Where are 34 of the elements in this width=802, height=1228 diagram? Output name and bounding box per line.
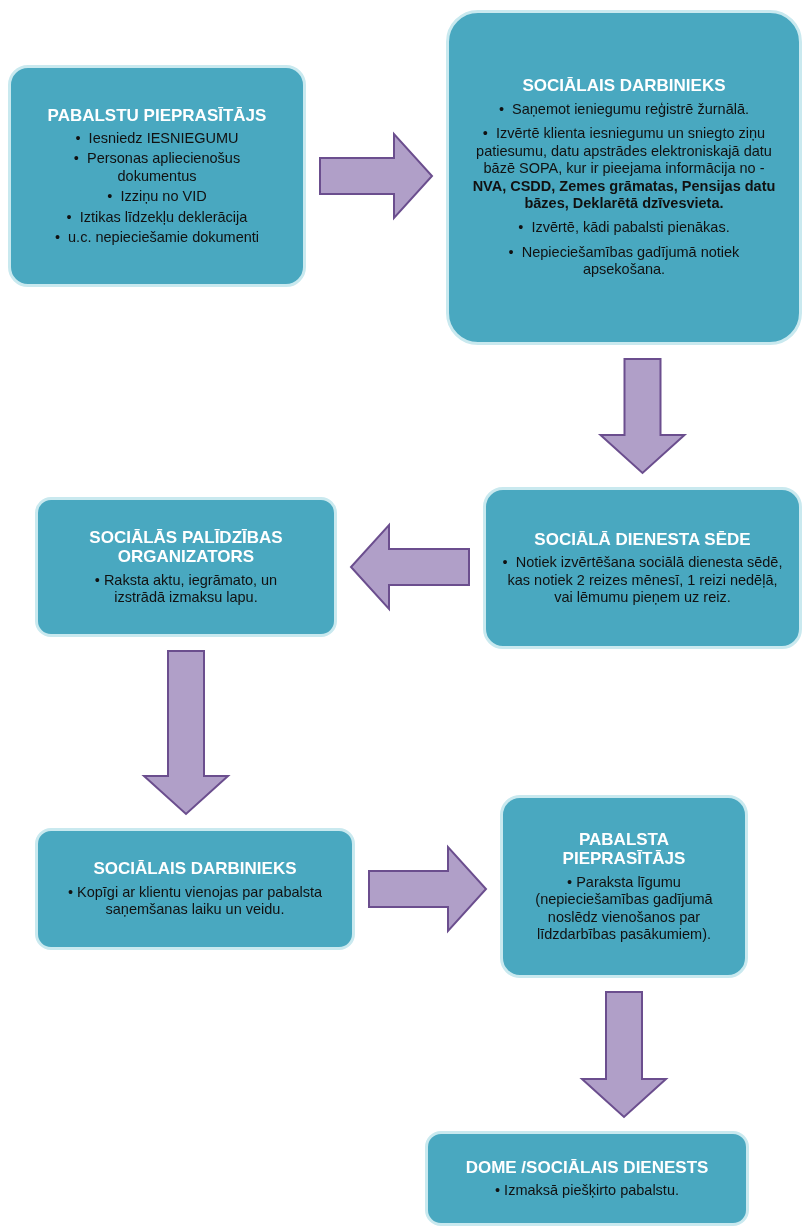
box-heading: SOCIĀLAIS DARBINIEKS	[522, 76, 726, 96]
box-heading: SOCIĀLĀ DIENESTA SĒDE	[534, 529, 751, 550]
bullet-item: • Izvērtē klienta iesniegumu un sniegto ziņu patiesumu, datu apstrādes elektroniskajā datu bāzē SOPA, kur ir pieejama informācija no -NVA, CSDD, Zemes grāmatas, Pensijas datu bāzes, Deklarētā dzīvesvieta.	[471, 125, 777, 213]
process-box	[483, 487, 802, 649]
process-box	[8, 65, 306, 287]
bullet-item: • Izmaksā piešķirto pabalstu.	[495, 1182, 679, 1200]
bullet-item: • Notiek izvērtēšana sociālā dienesta sēdē, kas notiek 2 reizes mēnesī, 1 reizi nedēļā, vai lēmumu pieņem uz reiz.	[502, 554, 783, 607]
block-arrow	[368, 844, 488, 934]
box-heading: PABALSTU PIEPRASĪTĀJS	[47, 105, 267, 126]
block-arrow	[597, 358, 688, 475]
process-box	[500, 795, 748, 978]
process-box	[425, 1131, 749, 1226]
bullet-item: • Izvērtē, kādi pabalsti pienākas.	[517, 219, 731, 237]
process-box	[446, 10, 802, 345]
bullet-item: • Raksta aktu, iegrāmato, un izstrādā izmaksu lapu.	[93, 571, 279, 607]
box-heading: SOCIĀLĀS PALĪDZĪBAS ORGANIZATORS	[88, 527, 284, 567]
block-arrow	[349, 522, 470, 612]
process-box	[35, 828, 355, 950]
block-arrow	[141, 650, 231, 816]
bullet-item: • Paraksta līgumu (nepieciešamības gadījumā noslēdz vienošanos par līdzdarbības pasākumiem).	[534, 873, 714, 944]
bullet-item: • u.c. nepieciešamie dokumenti	[53, 229, 261, 247]
process-box	[35, 497, 337, 637]
bullet-item: • Iztikas līdzekļu deklerācija	[65, 208, 249, 227]
bullet-item: • Nepieciešamības gadījumā notiek apsekošana.	[507, 243, 741, 279]
bullet-item: • Personas apliecienošus dokumentus	[72, 150, 242, 186]
box-heading: DOME /SOCIĀLAIS DIENESTS	[465, 1157, 709, 1178]
block-arrow	[579, 991, 669, 1119]
bullet-item: • Kopīgi ar klientu vienojas par pabalsta saņemšanas laiku un veidu.	[66, 883, 324, 919]
bullet-item: • Saņemot ieniegumu reģistrē žurnālā.	[497, 101, 751, 119]
box-heading: PABALSTA PIEPRASĪTĀJS	[561, 829, 687, 869]
bullet-item: • Izziņu no VID	[106, 188, 208, 206]
bullet-item: • Iesniedz IESNIEGUMU	[74, 130, 240, 148]
box-heading: SOCIĀLAIS DARBINIEKS	[93, 859, 297, 879]
block-arrow	[319, 131, 434, 221]
